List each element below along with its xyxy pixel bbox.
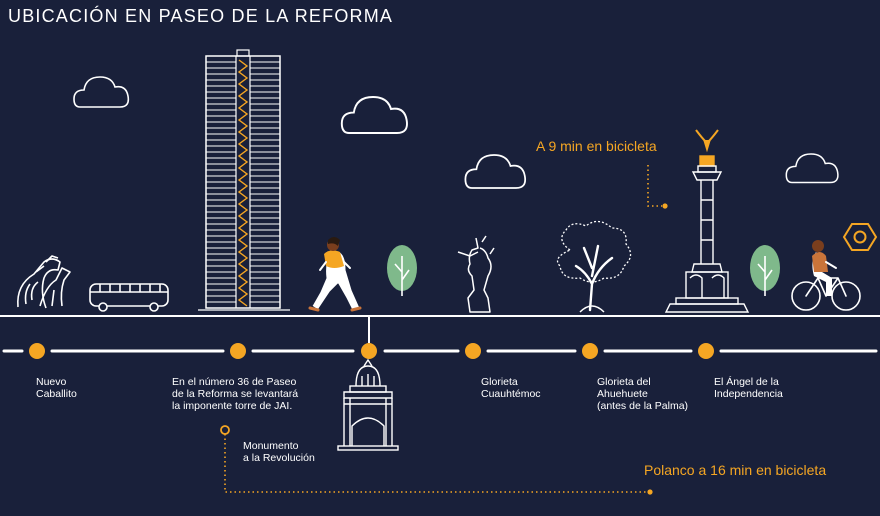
monument-icon: [337, 358, 399, 451]
hexagon-icon: [842, 223, 878, 251]
walking-person-icon: [308, 237, 362, 312]
tree-icon: [750, 245, 780, 296]
stop-dot: [698, 343, 714, 359]
stop-dot: [582, 343, 598, 359]
statue-icon: [457, 235, 495, 313]
stop-dot: [361, 343, 377, 359]
horse-sculpture-icon: [17, 255, 71, 309]
page-title: UBICACIÓN EN PASEO DE LA REFORMA: [8, 6, 394, 26]
stop-dot: [465, 343, 481, 359]
tree-icon: [387, 245, 417, 296]
angel-bike-note: A 9 min en bicicleta: [536, 138, 657, 154]
stop-dot: [230, 343, 246, 359]
cloud-icon: [73, 76, 130, 108]
bus-icon: [89, 283, 169, 312]
tower-icon: [198, 49, 290, 311]
polanco-bike-note: Polanco a 16 min en bicicleta: [644, 462, 827, 478]
angel-column-icon: [664, 129, 750, 313]
cloud-icon: [340, 96, 408, 134]
cyclist-icon: [791, 240, 861, 311]
polanco-route: [220, 425, 653, 495]
ahuehuete-tree-icon: [556, 220, 632, 313]
cloud-icon: [464, 154, 527, 189]
stop-dot: [29, 343, 45, 359]
cloud-icon: [785, 153, 839, 184]
angel-pointer: [647, 165, 668, 209]
